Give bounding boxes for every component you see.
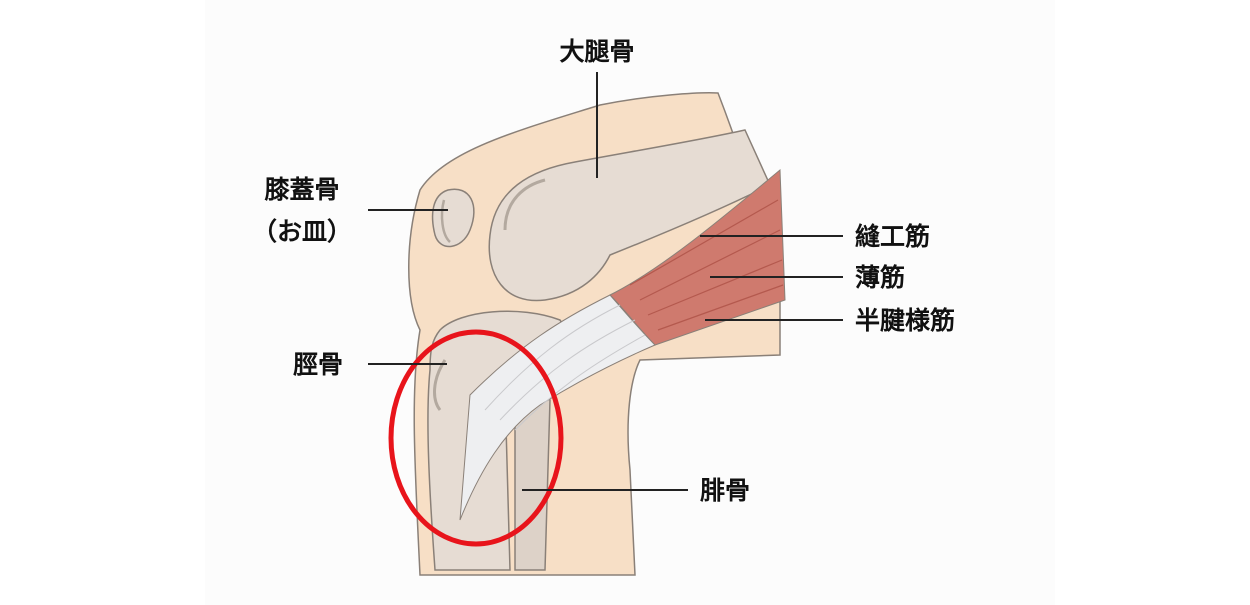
semitendinosus-label: 半腱様筋 bbox=[855, 306, 955, 335]
fibula-label: 腓骨 bbox=[700, 476, 750, 505]
patella-inner-line bbox=[440, 199, 451, 243]
sartorius-label: 縫工筋 bbox=[855, 222, 930, 251]
gracilis-label: 薄筋 bbox=[855, 263, 905, 292]
tibia-label: 脛骨 bbox=[293, 350, 343, 379]
muscle-fiber-lines bbox=[629, 199, 784, 331]
tibia-inner-line bbox=[433, 359, 447, 411]
tendon-band bbox=[459, 294, 656, 521]
tendon-lines bbox=[484, 304, 646, 431]
femur-bone bbox=[488, 129, 771, 302]
femur-condyle-inner-line bbox=[503, 178, 546, 231]
femur-label: 大腿骨 bbox=[559, 37, 634, 66]
patella-label-line1: 膝蓋骨 bbox=[264, 175, 339, 204]
patella-label-line2: （お皿） bbox=[252, 217, 352, 246]
highlight-circle bbox=[388, 329, 564, 547]
